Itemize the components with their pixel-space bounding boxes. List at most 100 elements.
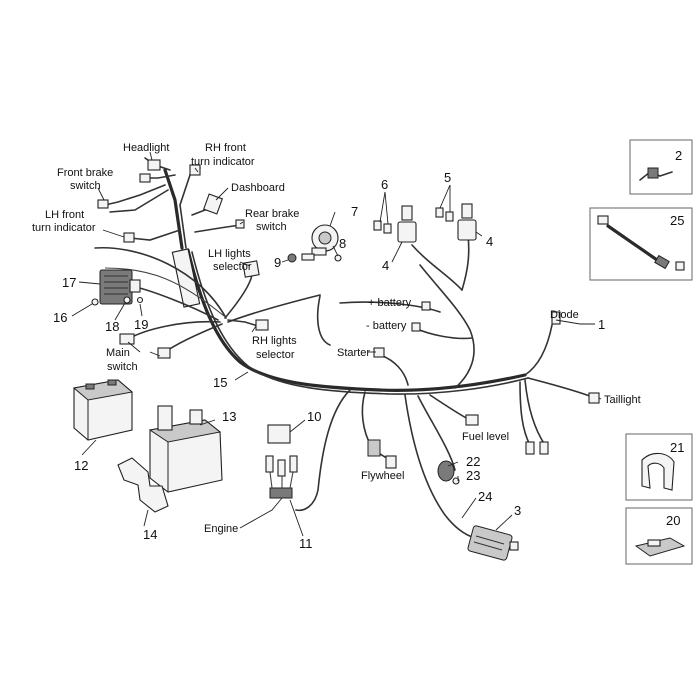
wire-plus-battery bbox=[339, 301, 441, 313]
wire-left-lower-2 bbox=[104, 267, 225, 317]
label-engine: Engine bbox=[204, 523, 238, 535]
part-number-17: 17 bbox=[62, 275, 76, 290]
wire-relay-loop bbox=[419, 264, 475, 389]
label-front-brake-1: Front brake bbox=[57, 167, 113, 179]
wire-loop bbox=[316, 295, 331, 346]
wire-starter bbox=[379, 354, 409, 386]
horn-icon bbox=[311, 224, 339, 256]
washer-18-icon bbox=[123, 296, 131, 304]
wire-lh-front bbox=[129, 229, 181, 241]
rear-connector-2 bbox=[525, 441, 535, 455]
harness-upper-2 bbox=[179, 167, 201, 249]
part-number-20: 20 bbox=[666, 513, 680, 528]
part-number-2: 2 bbox=[675, 148, 682, 163]
relay-icon bbox=[397, 203, 477, 243]
wire-front-brake bbox=[104, 184, 166, 206]
wire-relay-a bbox=[411, 244, 463, 291]
part-number-4a: 4 bbox=[382, 258, 389, 273]
part-number-24: 24 bbox=[478, 489, 492, 504]
minus-battery-terminal bbox=[411, 322, 421, 332]
label-rh-front-turn-2: turn indicator bbox=[191, 156, 255, 168]
wire-left-lower bbox=[94, 247, 227, 319]
part-number-5: 5 bbox=[444, 170, 451, 185]
label-lh-front-turn-1: LH front bbox=[45, 209, 84, 221]
rh-lights-connector bbox=[255, 319, 269, 331]
wire-cdi bbox=[404, 394, 476, 539]
label-minus-battery: - battery bbox=[366, 320, 407, 332]
text-labels: Headlight RH front turn indicator Front … bbox=[32, 142, 641, 535]
wire-rear-1 bbox=[524, 379, 546, 446]
flywheel-connector bbox=[367, 439, 381, 457]
wire-to-battery bbox=[227, 294, 321, 323]
part-number-18: 18 bbox=[105, 319, 119, 334]
label-rh-front-turn-1: RH front bbox=[205, 142, 246, 154]
headlight-connector bbox=[147, 159, 161, 171]
part-numbers: 1 2 3 4 4 5 6 7 8 9 10 11 12 13 14 15 16… bbox=[53, 148, 684, 551]
label-main-switch-2: switch bbox=[107, 361, 138, 373]
label-lh-lights-2: selector bbox=[213, 261, 252, 273]
wire-rear-brake bbox=[194, 224, 241, 233]
label-dashboard: Dashboard bbox=[231, 182, 285, 194]
main-switch-connector-1 bbox=[119, 333, 135, 345]
part-number-16: 16 bbox=[53, 310, 67, 325]
part-number-4b: 4 bbox=[486, 234, 493, 249]
fuse-icons bbox=[373, 207, 454, 234]
part-number-10: 10 bbox=[307, 409, 321, 424]
label-rh-lights-2: selector bbox=[256, 349, 295, 361]
main-harness bbox=[94, 157, 596, 539]
part-number-6: 6 bbox=[381, 177, 388, 192]
label-plus-battery: + battery bbox=[368, 297, 412, 309]
harness-trunk-2 bbox=[191, 251, 529, 395]
cdi-unit-icon bbox=[437, 460, 519, 561]
wire-engine bbox=[295, 389, 351, 512]
dashboard-connector bbox=[202, 193, 224, 215]
part-number-19: 19 bbox=[134, 317, 148, 332]
part-number-9: 9 bbox=[274, 255, 281, 270]
relay-10-icon bbox=[267, 424, 291, 444]
nut-9-icon bbox=[287, 253, 297, 263]
label-starter: Starter bbox=[337, 347, 370, 359]
part-number-14: 14 bbox=[143, 527, 157, 542]
label-lh-lights-1: LH lights bbox=[208, 248, 251, 260]
label-headlight: Headlight bbox=[123, 142, 169, 154]
label-fuel-level: Fuel level bbox=[462, 431, 509, 443]
voltage-regulator-icon bbox=[99, 269, 141, 305]
part-number-21: 21 bbox=[670, 440, 684, 455]
wire-front-brake-2 bbox=[109, 189, 169, 213]
wire-fuel-level bbox=[429, 394, 471, 421]
diode-icon bbox=[551, 311, 561, 325]
leader-lines bbox=[71, 151, 602, 537]
part-number-8: 8 bbox=[339, 236, 346, 251]
screw-16-icon bbox=[91, 298, 99, 306]
wire-main-switch-2 bbox=[164, 323, 223, 353]
wire-headlight-2 bbox=[147, 174, 176, 179]
part-number-7: 7 bbox=[351, 204, 358, 219]
rear-connector-1 bbox=[539, 441, 549, 455]
fuel-level-connector bbox=[465, 414, 479, 426]
rh-front-turn-connector bbox=[189, 164, 201, 176]
bolt-9-icon bbox=[301, 253, 315, 261]
label-diode: Diode bbox=[550, 309, 579, 321]
label-main-switch-1: Main bbox=[106, 347, 130, 359]
label-front-brake-2: switch bbox=[70, 180, 101, 192]
label-lh-front-turn-2: turn indicator bbox=[32, 222, 96, 234]
wire-taillight bbox=[527, 377, 596, 399]
battery-tray-icon bbox=[148, 405, 223, 493]
wire-rear-2 bbox=[519, 381, 531, 446]
inset-25 bbox=[589, 207, 693, 281]
plus-battery-terminal bbox=[421, 301, 431, 311]
label-rh-lights-1: RH lights bbox=[252, 335, 297, 347]
part-number-12: 12 bbox=[74, 458, 88, 473]
bracket-14-icon bbox=[117, 457, 169, 513]
part-number-22: 22 bbox=[466, 454, 480, 469]
label-rear-brake-2: switch bbox=[256, 221, 287, 233]
wire-relay-b bbox=[461, 234, 470, 291]
inset-21 bbox=[625, 433, 693, 501]
wire-rh-lights bbox=[227, 319, 259, 327]
wire-main-switch bbox=[129, 320, 221, 339]
headlight-connector-2 bbox=[139, 173, 151, 183]
lh-front-turn-connector bbox=[123, 232, 135, 243]
inset-2 bbox=[629, 139, 693, 195]
wire-minus-battery bbox=[414, 327, 473, 340]
